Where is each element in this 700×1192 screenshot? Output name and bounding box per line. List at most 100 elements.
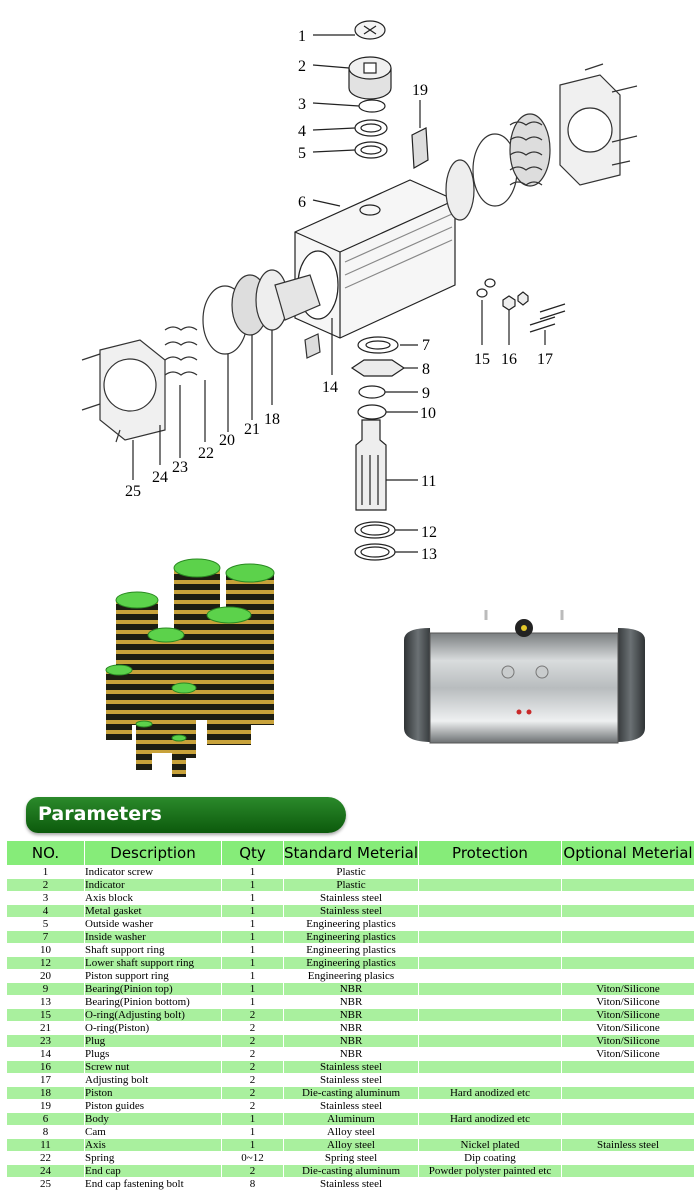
cell-standard-material: NBR (283, 1047, 419, 1061)
cell-description: Adjusting bolt (84, 1073, 222, 1087)
cell-protection: Hard anodized etc (418, 1112, 562, 1126)
cell-description: Spring (84, 1151, 222, 1165)
cell-optional-material (561, 917, 695, 931)
cell-no: 17 (6, 1073, 85, 1087)
cell-protection (418, 1034, 562, 1048)
cell-qty: 1 (221, 1138, 284, 1152)
cell-optional-material: Stainless steel (561, 1138, 695, 1152)
cell-standard-material: Die-casting aluminum (283, 1086, 419, 1100)
cell-optional-material (561, 865, 695, 879)
cell-protection (418, 1177, 562, 1191)
cell-qty: 1 (221, 865, 284, 879)
cell-description: Plug (84, 1034, 222, 1048)
cell-no: 9 (6, 982, 85, 996)
cell-standard-material: Engineering plasics (283, 969, 419, 983)
cell-protection (418, 1008, 562, 1022)
cell-optional-material (561, 1086, 695, 1100)
cell-description: Indicator screw (84, 865, 222, 879)
actuator-photo (404, 610, 645, 744)
cell-no: 18 (6, 1086, 85, 1100)
cell-standard-material: Spring steel (283, 1151, 419, 1165)
cell-standard-material: Engineering plastics (283, 943, 419, 957)
cell-no: 7 (6, 930, 85, 944)
cell-no: 4 (6, 904, 85, 918)
part-label: 16 (501, 351, 517, 368)
cell-optional-material (561, 904, 695, 918)
cell-standard-material: Engineering plastics (283, 930, 419, 944)
cell-standard-material: Alloy steel (283, 1125, 419, 1139)
cell-no: 13 (6, 995, 85, 1009)
part-label: 14 (322, 379, 338, 396)
cell-protection (418, 878, 562, 892)
cell-optional-material (561, 1060, 695, 1074)
cell-optional-material (561, 969, 695, 983)
cell-standard-material: Stainless steel (283, 1073, 419, 1087)
cell-description: Piston (84, 1086, 222, 1100)
cell-qty: 1 (221, 917, 284, 931)
cell-protection (418, 982, 562, 996)
cell-qty: 2 (221, 1060, 284, 1074)
part-label: 7 (422, 337, 430, 354)
cell-no: 14 (6, 1047, 85, 1061)
cell-optional-material: Viton/Silicone (561, 982, 695, 996)
cell-qty: 1 (221, 995, 284, 1009)
part-label: 13 (421, 546, 437, 563)
cell-standard-material: Plastic (283, 878, 419, 892)
cell-no: 6 (6, 1112, 85, 1126)
cell-description: End cap (84, 1164, 222, 1178)
cell-qty: 1 (221, 956, 284, 970)
cell-no: 8 (6, 1125, 85, 1139)
cell-no: 3 (6, 891, 85, 905)
part-label: 18 (264, 411, 280, 428)
cell-protection (418, 956, 562, 970)
cell-qty: 2 (221, 1034, 284, 1048)
cell-standard-material: Engineering plastics (283, 956, 419, 970)
cell-optional-material (561, 891, 695, 905)
cell-qty: 2 (221, 1073, 284, 1087)
part-label: 23 (172, 459, 188, 476)
part-label: 15 (474, 351, 490, 368)
cell-standard-material: Die-casting aluminum (283, 1164, 419, 1178)
cell-qty: 8 (221, 1177, 284, 1191)
cell-protection (418, 917, 562, 931)
cell-protection (418, 943, 562, 957)
cell-standard-material: Stainless steel (283, 904, 419, 918)
cell-description: Outside washer (84, 917, 222, 931)
cell-protection (418, 1073, 562, 1087)
cell-protection (418, 995, 562, 1009)
header-optional-material: Optional Meterial (561, 840, 695, 866)
cell-optional-material (561, 1099, 695, 1113)
cell-no: 2 (6, 878, 85, 892)
cell-no: 5 (6, 917, 85, 931)
cell-no: 1 (6, 865, 85, 879)
header-no: NO. (6, 840, 85, 866)
cell-standard-material: NBR (283, 1021, 419, 1035)
cell-optional-material (561, 1164, 695, 1178)
cell-description: Axis (84, 1138, 222, 1152)
cell-qty: 2 (221, 1008, 284, 1022)
cell-qty: 1 (221, 904, 284, 918)
cell-protection (418, 930, 562, 944)
cell-optional-material (561, 878, 695, 892)
cell-protection (418, 1047, 562, 1061)
cell-optional-material (561, 1112, 695, 1126)
part-label: 6 (298, 194, 306, 211)
cell-protection (418, 865, 562, 879)
cell-optional-material (561, 930, 695, 944)
